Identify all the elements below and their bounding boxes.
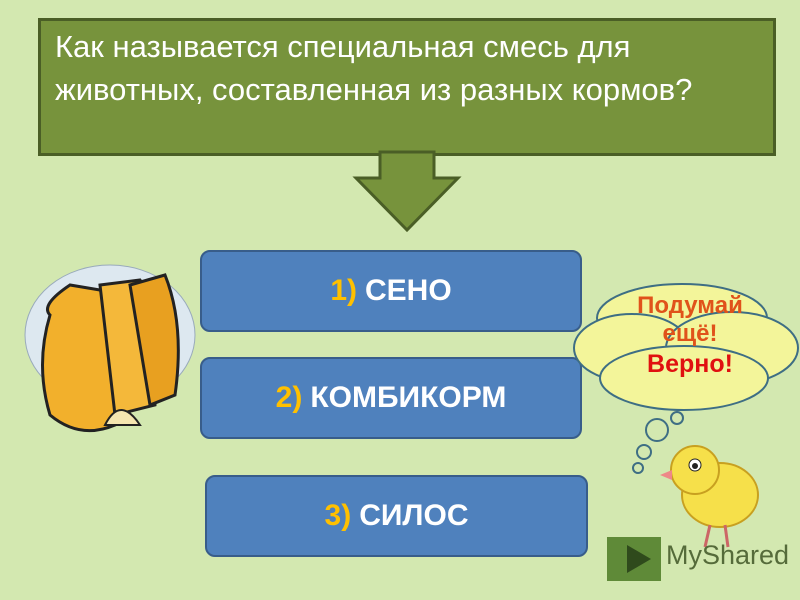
arrow-down-icon — [352, 150, 462, 233]
question-box: Как называется специальная смесь для жив… — [38, 18, 776, 156]
feedback-right: Верно! — [647, 350, 733, 378]
answer-number: 3) — [324, 499, 352, 532]
answer-2-button[interactable]: 2)КОМБИКОРМ — [200, 357, 582, 439]
feedback-wrong: Подумай ещё! — [637, 292, 743, 347]
play-icon — [627, 545, 651, 573]
answer-3-button[interactable]: 3)СИЛОС — [205, 475, 588, 557]
chick-image — [660, 445, 759, 548]
next-slide-button[interactable] — [607, 537, 661, 581]
thought-cloud — [573, 283, 799, 474]
feed-sacks-image — [24, 264, 196, 433]
answer-label: КОМБИКОРМ — [310, 381, 507, 414]
watermark: MyShared — [666, 540, 790, 570]
answer-number: 2) — [275, 381, 303, 414]
question-text: Как называется специальная смесь для жив… — [55, 29, 693, 107]
answer-label: СЕНО — [365, 274, 452, 307]
answer-1-button[interactable]: 1)СЕНО — [200, 250, 582, 332]
answer-label: СИЛОС — [359, 499, 469, 532]
answer-number: 1) — [330, 274, 357, 307]
